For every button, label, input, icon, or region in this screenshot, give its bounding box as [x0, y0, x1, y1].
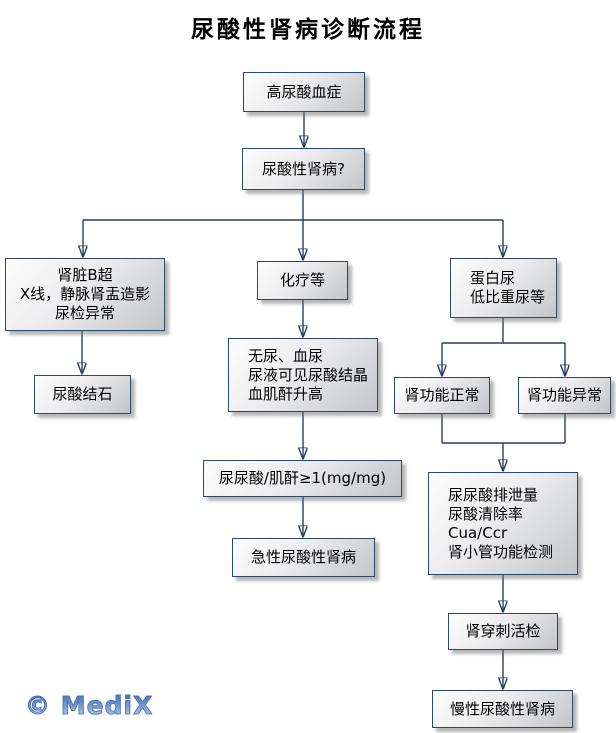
node-uric-tests: 尿尿酸排泄量 尿酸清除率 Cua/Ccr 肾小管功能检测 — [428, 472, 578, 575]
node-label: 肾穿刺活检 — [465, 622, 541, 640]
node-label: 肾功能正常 — [404, 386, 480, 404]
page-title: 尿酸性肾病诊断流程 — [191, 17, 425, 43]
node-uric-nephropathy-question: 尿酸性肾病? — [242, 148, 365, 190]
node-label: 尿酸结石 — [52, 385, 113, 403]
node-label: 高尿酸血症 — [266, 82, 342, 101]
node-uric-acid-stone: 尿酸结石 — [34, 375, 131, 414]
node-label: 尿酸性肾病? — [262, 159, 345, 178]
node-renal-function-normal: 肾功能正常 — [394, 377, 490, 414]
node-label: 肾脏B超 X线，静脉肾盂造影 尿检异常 — [19, 266, 151, 322]
node-imaging-findings: 肾脏B超 X线，静脉肾盂造影 尿检异常 — [5, 258, 165, 331]
node-chronic-nephropathy: 慢性尿酸性肾病 — [432, 690, 573, 728]
node-label: 尿尿酸排泄量 尿酸清除率 Cua/Ccr 肾小管功能检测 — [448, 485, 554, 561]
node-anuria-hematuria: 无尿、血尿 尿液可见尿酸结晶 血肌酐升高 — [228, 338, 378, 412]
node-hyperuricemia: 高尿酸血症 — [243, 72, 365, 112]
node-proteinuria: 蛋白尿 低比重尿等 — [450, 258, 557, 318]
node-acute-nephropathy: 急性尿酸性肾病 — [232, 538, 375, 577]
node-label: 蛋白尿 低比重尿等 — [470, 269, 546, 306]
node-label: 无尿、血尿 尿液可见尿酸结晶 血肌酐升高 — [248, 346, 369, 403]
node-label: 尿尿酸/肌酐≥1(mg/mg) — [218, 469, 387, 487]
node-renal-function-abnormal: 肾功能异常 — [518, 377, 611, 414]
node-label: 化疗等 — [279, 271, 325, 289]
node-label: 慢性尿酸性肾病 — [449, 699, 555, 718]
medix-watermark: © MediX — [25, 691, 154, 721]
node-urine-ratio: 尿尿酸/肌酐≥1(mg/mg) — [203, 460, 402, 497]
node-chemotherapy: 化疗等 — [257, 261, 348, 300]
node-label: 急性尿酸性肾病 — [250, 548, 356, 566]
node-label: 肾功能异常 — [526, 386, 602, 404]
node-renal-biopsy: 肾穿刺活检 — [448, 613, 558, 650]
